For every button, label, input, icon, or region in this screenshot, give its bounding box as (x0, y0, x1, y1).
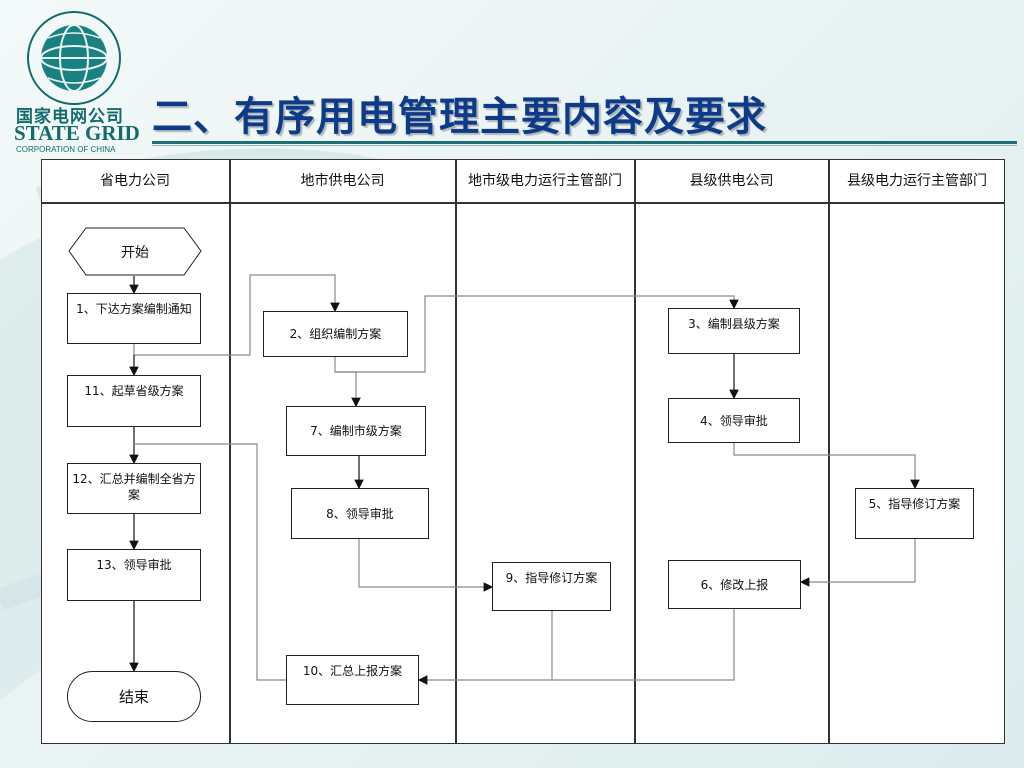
lane-divider (455, 159, 457, 744)
arrow-n8-to-n9 (358, 539, 494, 592)
logo-company-cn: 国家电网公司 (16, 107, 124, 127)
end-node: 结束 (67, 671, 201, 722)
node-2-organize-plan: 2、组织编制方案 (263, 311, 408, 357)
node-12-compile-provincial: 12、汇总并编制全省方案 (67, 463, 201, 514)
lane-header-city: 地市供电公司 (300, 173, 385, 189)
node-10-submit-summary: 10、汇总上报方案 (286, 655, 419, 705)
logo-company-sub: CORPORATION OF CHINA (16, 145, 116, 154)
globe-icon (27, 11, 121, 105)
arrow-n6-to-n10 (552, 609, 735, 681)
lane-header-city-authority: 地市级电力运行主管部门 (468, 173, 622, 189)
header-divider (41, 202, 1005, 204)
lane-divider (828, 159, 830, 744)
lane-divider (229, 159, 231, 744)
arrow-n4-to-n5 (733, 443, 920, 490)
lane-header-province: 省电力公司 (100, 173, 170, 189)
node-13-leader-approval: 13、领导审批 (67, 549, 201, 601)
page-title: 二、有序用电管理主要内容及要求 (152, 94, 767, 140)
node-6-revise-submit: 6、修改上报 (668, 560, 801, 609)
logo-company-en: STATE GRID (14, 121, 140, 145)
start-node-shape (68, 227, 202, 276)
title-underline-thin (152, 145, 1017, 146)
node-3-county-plan: 3、编制县级方案 (668, 308, 800, 354)
arrow-n2-to-n3 (334, 295, 739, 373)
node-7-city-plan: 7、编制市级方案 (286, 406, 426, 456)
lane-header-county-authority: 县级电力运行主管部门 (847, 173, 987, 189)
node-11-draft-provincial: 11、起草省级方案 (67, 375, 201, 427)
arrow-n10-to-n12 (134, 443, 286, 681)
arrow-n9-to-n10 (417, 611, 553, 685)
title-underline (152, 141, 1017, 144)
arrow-n5-to-n6 (799, 539, 916, 587)
chart-frame (41, 159, 1005, 744)
start-node: 开始 (121, 244, 149, 261)
node-1-issue-notice: 1、下达方案编制通知 (67, 293, 201, 344)
state-grid-logo (8, 8, 138, 158)
lane-header-county: 县级供电公司 (689, 173, 774, 189)
node-4-leader-approval: 4、领导审批 (668, 398, 800, 443)
node-9-guide-revision: 9、指导修订方案 (492, 562, 611, 611)
lane-divider (634, 159, 636, 744)
node-8-leader-approval: 8、领导审批 (291, 488, 429, 539)
node-5-guide-revision: 5、指导修订方案 (855, 488, 974, 539)
arrow-n1-to-n2 (133, 274, 340, 356)
